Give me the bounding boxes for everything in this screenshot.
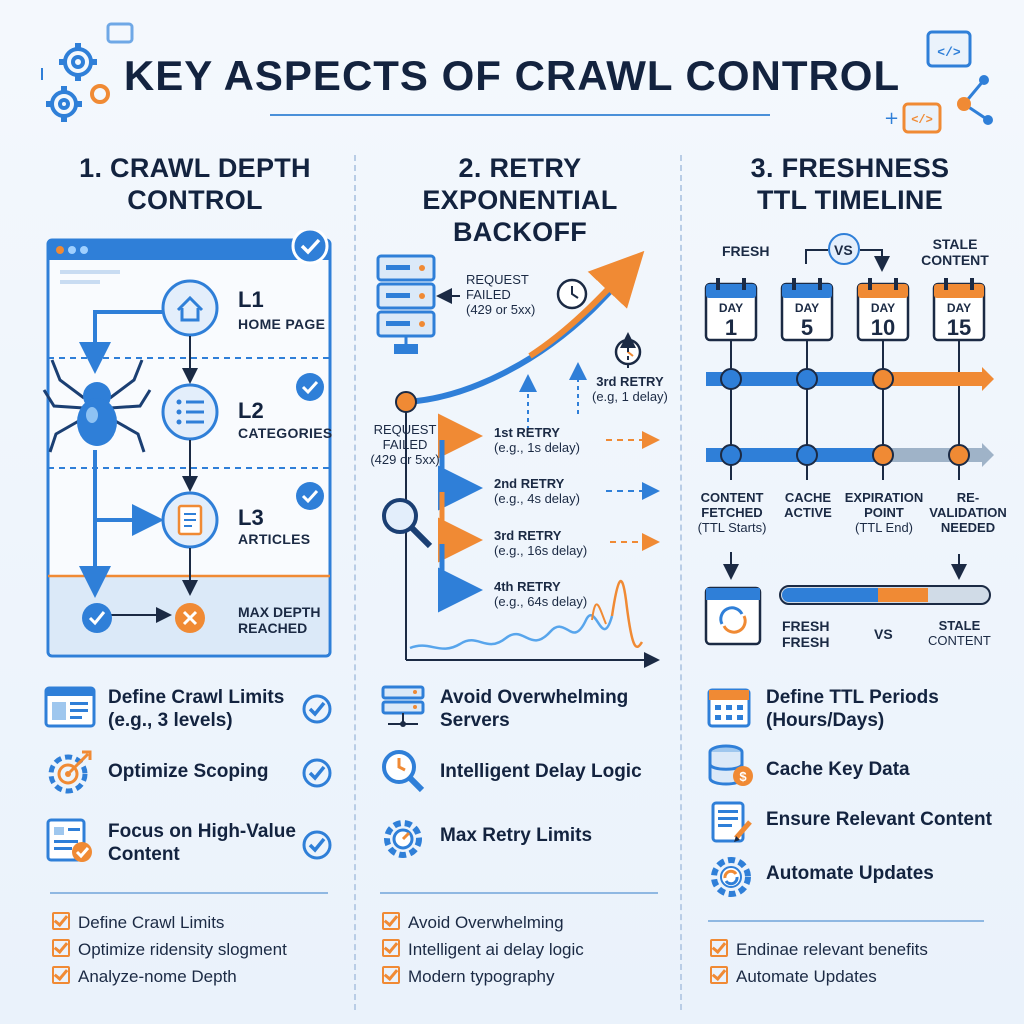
col1-heading: 1. CRAWL DEPTH CONTROL [79,153,311,215]
stage-cache-active: CACHE ACTIVE [784,490,832,520]
header-gears-icon [41,22,134,122]
stage-revalidation-needed: RE- VALIDATION NEEDED [929,490,1007,535]
col3-feature-1: Define TTL Periods (Hours/Days) [766,687,939,731]
feature-check-icon-1 [302,694,332,724]
col2-feature-1: Avoid Overwhelming Servers [440,687,629,731]
col3-feature-4: Automate Updates [766,863,934,884]
bottom-stale-label: STALE CONTENT [928,618,991,648]
feature-check-icon-2 [302,758,332,788]
svg-text:</>: </> [937,45,961,60]
crawl-depth-diagram [42,230,332,658]
level3-name: ARTICLES [238,531,311,547]
column-divider-right [680,155,682,1010]
browser-window-icon [44,686,96,728]
svg-text:$: $ [739,769,747,784]
request-failed-left-label: REQUEST FAILED (429 or 5xx) [370,422,440,467]
col1-feature-1: Define Crawl Limits (e.g., 3 levels) [108,687,285,731]
col2-separator [380,892,658,894]
checkbox-icon [382,912,400,930]
col1-feature-3: Focus on High-Value Content [108,821,296,865]
col2-heading: 2. RETRY EXPONENTIAL BACKOFF [422,153,618,247]
checkbox-icon [710,939,728,957]
calendar-day-5: DAY 5 [794,301,820,340]
page-title: KEY ASPECTS OF CRAWL CONTROL [123,52,901,99]
level1-code: L1 [238,287,264,312]
vs-label-top: VS [834,242,853,258]
fresh-label: FRESH [722,243,770,259]
bottom-vs-label: VS [874,626,893,642]
checkbox-icon [710,966,728,984]
col3-separator [708,920,984,922]
col3-heading: 3. FRESHNESS TTL TIMELINE [750,153,950,215]
magnifier-clock-icon [382,750,425,793]
checkbox-icon [382,939,400,957]
checkbox-icon [52,966,70,984]
svg-text:</>: </> [911,113,933,127]
document-check-icon [46,818,92,862]
col1-checklist-item: Optimize ridensity slogment [52,939,287,960]
col2-feature-3: Max Retry Limits [440,825,593,846]
col2-checklist-item: Avoid Overwhelming [382,912,564,933]
gear-limit-icon [384,820,422,858]
header-code-network-icon: </> </> + [884,30,993,134]
gear-target-icon [48,750,92,794]
retry-2-label: 2nd RETRY (e.g., 4s delay) [494,476,580,506]
checkbox-icon [382,966,400,984]
checkbox-icon [52,912,70,930]
calendar-day-15: DAY 15 [946,301,972,340]
retry-3-label: 3rd RETRY (e.g., 16s delay) [494,528,588,558]
col3-feature-2: Cache Key Data [766,759,910,780]
stale-content-label: STALE CONTENT [921,236,989,268]
server-stack-icon [376,254,436,354]
checkbox-icon [52,939,70,957]
third-retry-top-label: 3rd RETRY (e.g, 1 delay) [592,374,668,404]
retry-backoff-diagram [376,250,660,668]
svg-text:+: + [884,108,899,129]
calendar-day-10: DAY 10 [870,301,896,340]
title-underline [270,114,770,116]
spider-crawler-icon [42,359,152,453]
document-edit-icon [711,801,752,843]
level3-code: L3 [238,505,264,530]
col1-checklist-item: Analyze-nome Depth [52,966,237,987]
calendar-day-1: DAY 1 [718,301,744,340]
database-coin-icon: $ [708,744,753,786]
col3-feature-3: Ensure Relevant Content [766,809,992,830]
bottom-fresh-label: FRESH FRESH [782,618,830,650]
retry-4-label: 4th RETRY (e.g., 64s delay) [494,579,588,609]
retry-1-label: 1st RETRY (e.g., 1s delay) [494,425,580,455]
col2-checklist-item: Intelligent ai delay logic [382,939,584,960]
request-failed-top-label: REQUEST FAILED (429 or 5xx) [466,272,536,317]
stage-content-fetched: CONTENT FETCHED (TTL Starts) [697,490,767,535]
magnifier-icon [382,498,433,549]
max-depth-label: MAX DEPTH REACHED [238,604,321,636]
col1-separator [50,892,328,894]
level2-code: L2 [238,398,264,423]
level1-name: HOME PAGE [238,316,326,332]
col3-checklist-item: Automate Updates [710,966,877,987]
col2-feature-2: Intelligent Delay Logic [440,761,642,782]
col1-checklist-item: Define Crawl Limits [52,912,224,933]
col3-checklist-item: Endinae relevant benefits [710,939,928,960]
ttl-timeline-diagram [704,233,994,646]
gear-sync-icon [711,857,751,897]
col1-feature-2: Optimize Scoping [108,761,269,782]
column-divider-left [354,155,356,1010]
col2-checklist-item: Modern typography [382,966,554,987]
refresh-calendar-icon [704,586,762,646]
level2-name: CATEGORIES [238,425,333,441]
stage-expiration-point: EXPIRATION POINT (TTL End) [844,490,924,535]
feature-check-icon-3 [302,830,332,860]
calendar-icon [707,688,751,728]
server-icon [381,685,425,727]
